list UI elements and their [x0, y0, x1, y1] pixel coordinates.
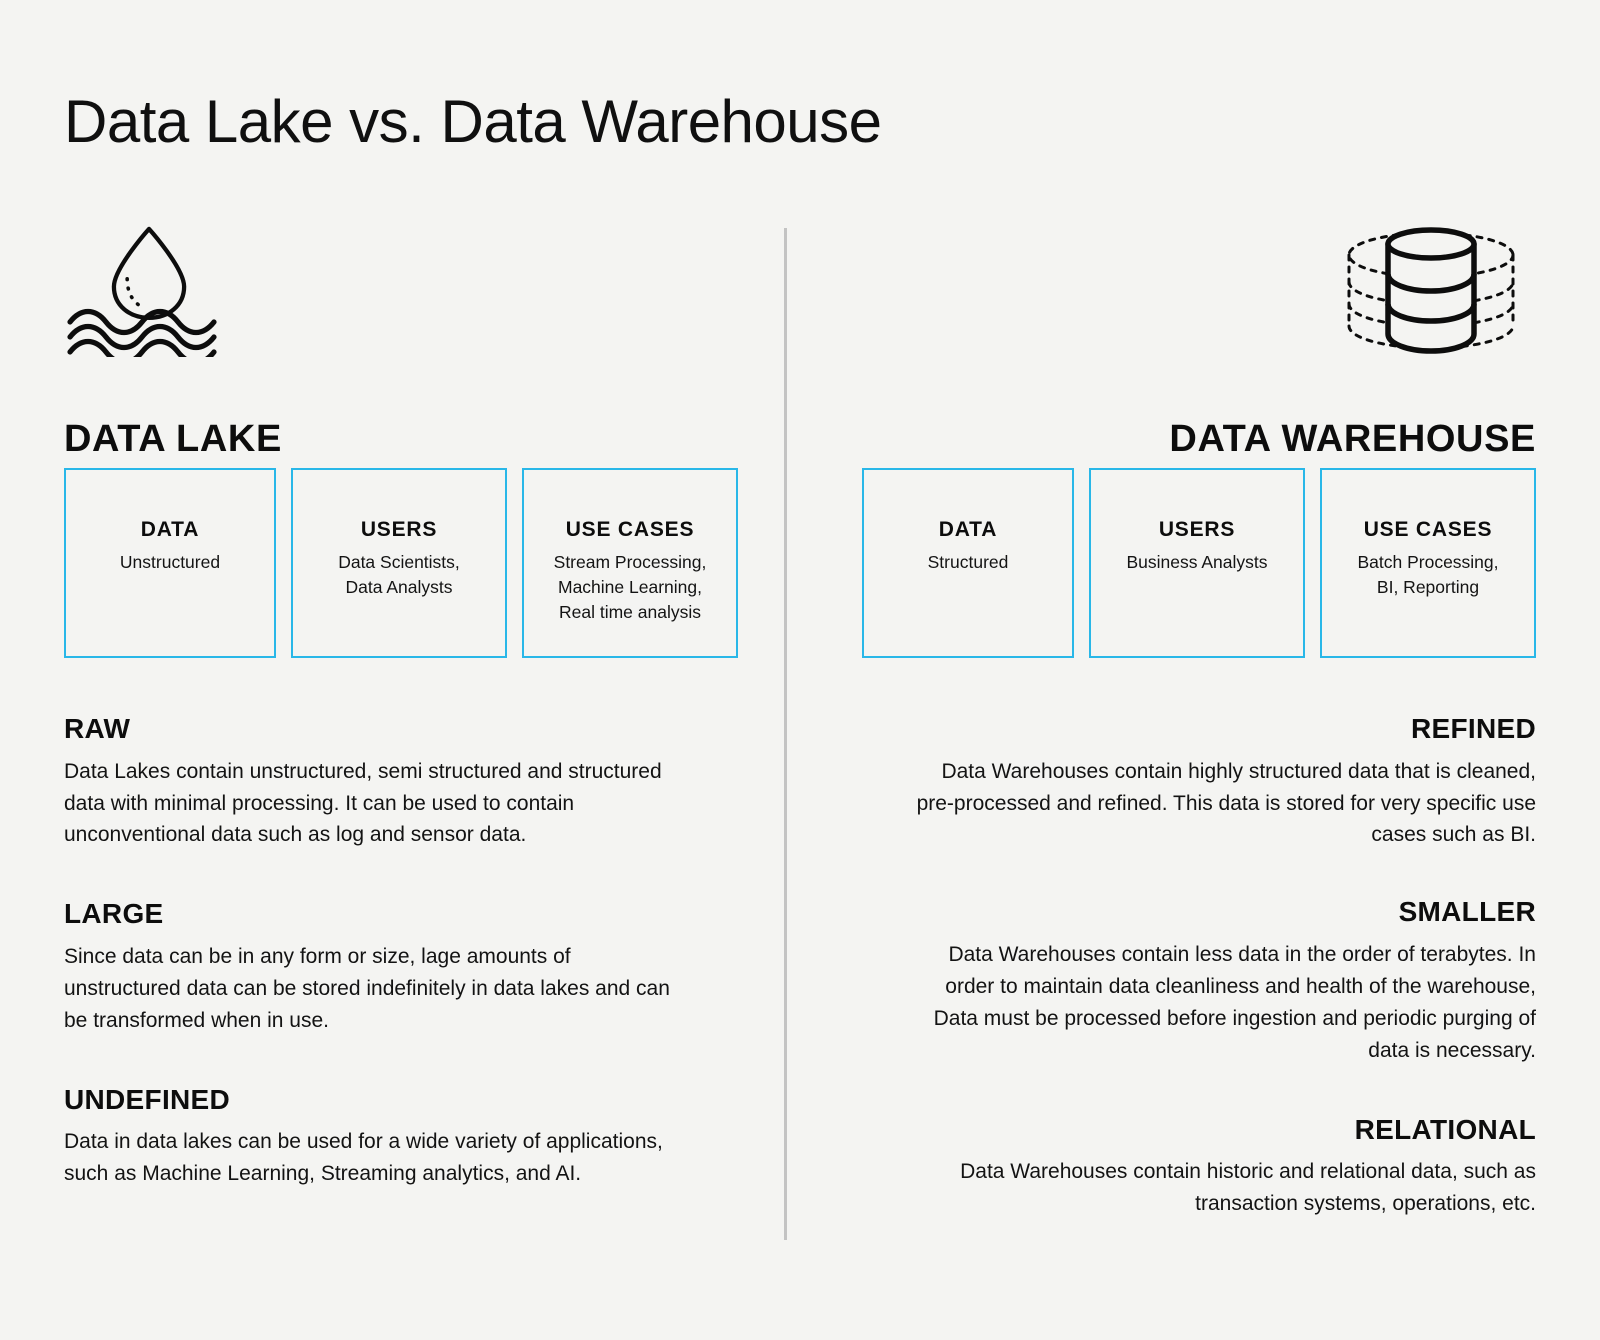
page-title: Data Lake vs. Data Warehouse: [64, 88, 882, 156]
feature-block: LARGE Since data can be in any form or s…: [64, 897, 724, 1036]
brand-heading-data-lake: DATA LAKE: [64, 417, 282, 460]
attribute-box-data: DATA Unstructured: [64, 468, 276, 658]
feature-list-data-lake: RAW Data Lakes contain unstructured, sem…: [64, 712, 724, 1190]
attribute-row-data-lake: DATA Unstructured USERS Data Scientists,…: [64, 468, 738, 658]
attribute-label: USE CASES: [565, 518, 695, 541]
feature-title: REFINED: [1411, 713, 1536, 744]
feature-title: LARGE: [64, 898, 164, 930]
attribute-box-use-cases: USE CASES Stream Processing, Machine Lea…: [522, 468, 738, 658]
feature-block: REFINED Data Warehouses contain highly s…: [876, 712, 1536, 851]
feature-block: SMALLER Data Warehouses contain less dat…: [876, 895, 1536, 1066]
feature-block: RELATIONAL Data Warehouses contain histo…: [876, 1113, 1536, 1220]
attribute-label: USERS: [360, 518, 438, 541]
attribute-value: Stream Processing, Machine Learning, Rea…: [553, 552, 707, 622]
feature-title: UNDEFINED: [64, 1083, 231, 1115]
attribute-value: Structured: [927, 552, 1009, 573]
attribute-label: USERS: [1158, 518, 1236, 541]
attribute-row-data-warehouse: DATA Structured USERS Business Analysts …: [862, 468, 1536, 658]
feature-block: UNDEFINED Data in data lakes can be used…: [64, 1083, 724, 1190]
brand-heading-data-warehouse: DATA WAREHOUSE: [1169, 417, 1536, 460]
feature-body: Data Warehouses contain historic and rel…: [960, 1160, 1536, 1216]
feature-body: Data Warehouses contain less data in the…: [933, 942, 1536, 1062]
attribute-value: Business Analysts: [1126, 552, 1268, 573]
feature-block: RAW Data Lakes contain unstructured, sem…: [64, 712, 724, 851]
attribute-box-data: DATA Structured: [862, 468, 1074, 658]
feature-title: SMALLER: [1398, 896, 1536, 928]
attribute-value: Batch Processing, BI, Reporting: [1357, 552, 1499, 597]
feature-body: Since data can be in any form or size, l…: [64, 944, 670, 1032]
feature-title: RAW: [64, 713, 131, 744]
attribute-label: DATA: [140, 518, 200, 541]
column-data-lake: DATA LAKE DATA Unstructured USERS Data S…: [64, 0, 754, 1340]
attribute-box-users: USERS Data Scientists, Data Analysts: [291, 468, 507, 658]
attribute-box-users: USERS Business Analysts: [1089, 468, 1305, 658]
database-cylinder-icon: [1326, 222, 1536, 362]
feature-body: Data in data lakes can be used for a wid…: [64, 1130, 663, 1186]
feature-body: Data Warehouses contain highly structure…: [916, 759, 1536, 847]
feature-list-data-warehouse: REFINED Data Warehouses contain highly s…: [876, 712, 1536, 1220]
attribute-box-use-cases: USE CASES Batch Processing, BI, Reportin…: [1320, 468, 1536, 658]
attribute-value: Data Scientists, Data Analysts: [338, 552, 460, 597]
attribute-value: Unstructured: [119, 552, 221, 573]
water-drop-waves-icon: [64, 222, 234, 366]
feature-title: RELATIONAL: [1354, 1113, 1536, 1145]
attribute-label: DATA: [938, 518, 998, 541]
column-divider: [784, 228, 787, 1240]
attribute-label: USE CASES: [1363, 518, 1493, 541]
feature-body: Data Lakes contain unstructured, semi st…: [64, 759, 662, 847]
column-data-warehouse: DATA WAREHOUSE DATA Structured USERS Bus…: [846, 0, 1536, 1340]
